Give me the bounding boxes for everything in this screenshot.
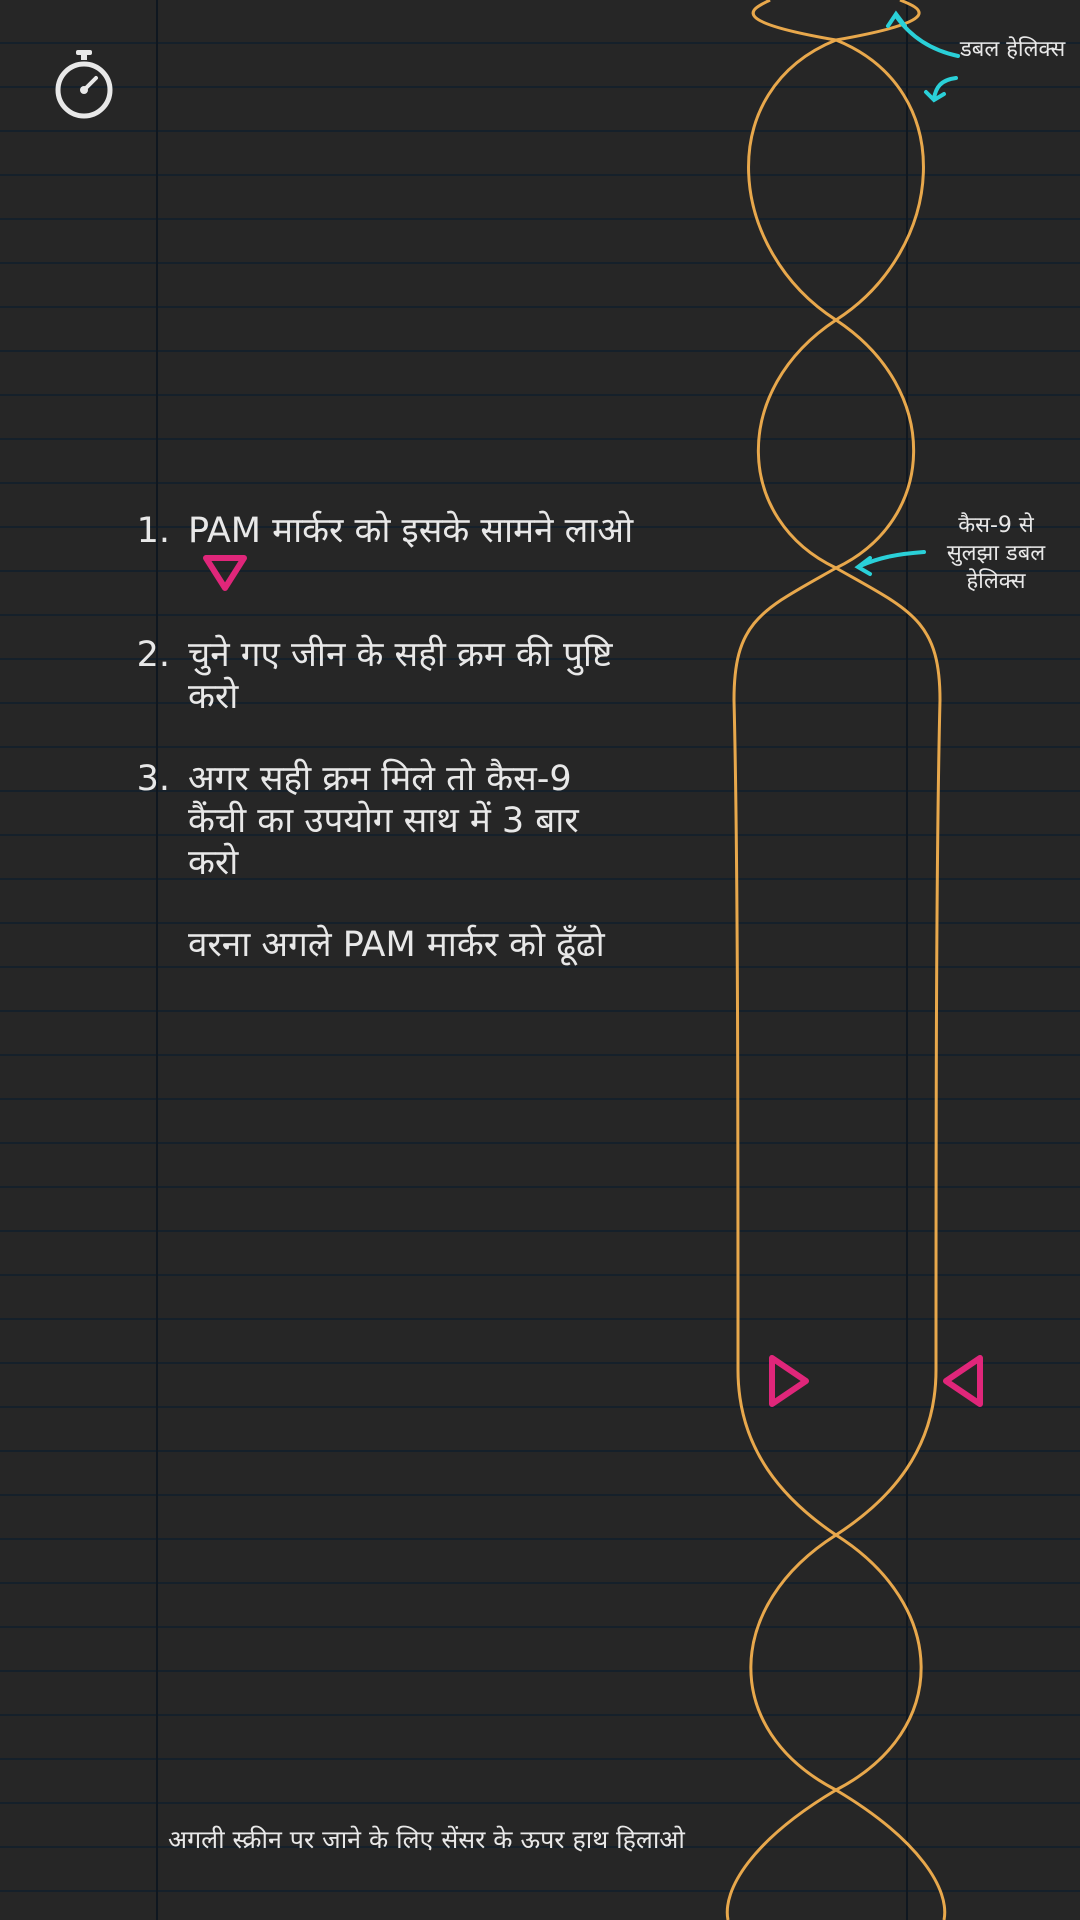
arrow-head-3 bbox=[854, 556, 872, 576]
double-helix bbox=[725, 0, 947, 1920]
step-item-1: 1. PAM मार्कर को इसके सामने लाओ bbox=[120, 510, 640, 594]
cut-marker-left-icon bbox=[943, 1355, 983, 1407]
resolved-helix-label: कैस-9 से सुलझा डबल हेलिक्स bbox=[946, 513, 1046, 594]
helix-strand-b bbox=[725, 0, 923, 1920]
instructions-list: 1. PAM मार्कर को इसके सामने लाओ 2. चुने … bbox=[120, 510, 640, 966]
margin-line-right bbox=[906, 0, 908, 1920]
helix-strand-a bbox=[749, 0, 947, 1920]
cut-marker-right-icon bbox=[769, 1355, 809, 1407]
hint-text: अगली स्क्रीन पर जाने के लिए सेंसर के ऊपर… bbox=[168, 1825, 685, 1854]
margin-line-left bbox=[156, 0, 158, 1920]
arrow-head-1 bbox=[886, 10, 907, 28]
step-item-2: 2. चुने गए जीन के सही क्रम की पुष्टि करो bbox=[120, 634, 640, 718]
stopwatch-icon[interactable] bbox=[52, 48, 116, 120]
step-text: अगर सही क्रम मिले तो कैस-9 कैंची का उपयो… bbox=[188, 759, 579, 883]
step-text-wrap: PAM मार्कर को इसके सामने लाओ bbox=[188, 510, 640, 594]
double-helix-label: डबल हेलिक्स bbox=[960, 37, 1066, 62]
pam-marker-icon bbox=[203, 555, 247, 591]
double-helix-arrow-2 bbox=[932, 76, 958, 100]
alternative-instruction: वरना अगले PAM मार्कर को ढूँढो bbox=[188, 925, 605, 965]
step-text: चुने गए जीन के सही क्रम की पुष्टि करो bbox=[188, 635, 613, 717]
step-item-3: 3. अगर सही क्रम मिले तो कैस-9 कैंची का उ… bbox=[120, 758, 640, 884]
annotation-arrows bbox=[854, 10, 960, 576]
arrow-head-2 bbox=[924, 90, 946, 103]
step-number: 2. bbox=[136, 635, 170, 675]
step-text: PAM मार्कर को इसके सामने लाओ bbox=[188, 511, 634, 551]
step-number: 3. bbox=[136, 759, 170, 799]
step-number: 1. bbox=[136, 511, 170, 551]
